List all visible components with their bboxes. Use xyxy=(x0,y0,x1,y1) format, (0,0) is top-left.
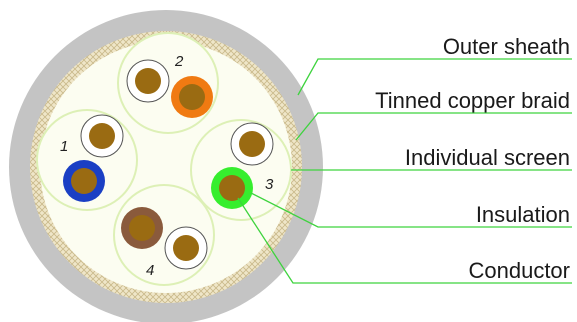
leader-line-outer-sheath xyxy=(297,58,572,96)
conductor xyxy=(71,168,97,194)
leader-line-tinned-copper-braid xyxy=(295,112,572,141)
pair-2: 2 xyxy=(117,32,219,134)
conductor xyxy=(179,84,205,110)
conductor xyxy=(173,235,199,261)
conductor xyxy=(239,131,265,157)
conductor xyxy=(135,68,161,94)
leader-line-insulation xyxy=(250,192,572,228)
label-tinned-copper-braid: Tinned copper braid xyxy=(375,88,570,113)
conductor xyxy=(89,123,115,149)
label-individual-screen: Individual screen xyxy=(405,145,570,170)
pair-number: 3 xyxy=(265,176,274,193)
leader-line-conductor xyxy=(237,197,572,284)
conductor xyxy=(219,175,245,201)
pair-3: 3 xyxy=(190,119,292,221)
conductor xyxy=(129,215,155,241)
pair-number: 4 xyxy=(146,262,154,279)
filler xyxy=(40,41,292,293)
label-insulation: Insulation xyxy=(476,202,570,227)
pair-number: 1 xyxy=(60,138,68,155)
label-conductor: Conductor xyxy=(468,258,570,283)
pair-number: 2 xyxy=(174,53,184,70)
pair-1: 1 xyxy=(36,109,138,211)
pair-4: 4 xyxy=(113,184,215,286)
label-outer-sheath: Outer sheath xyxy=(443,34,570,59)
